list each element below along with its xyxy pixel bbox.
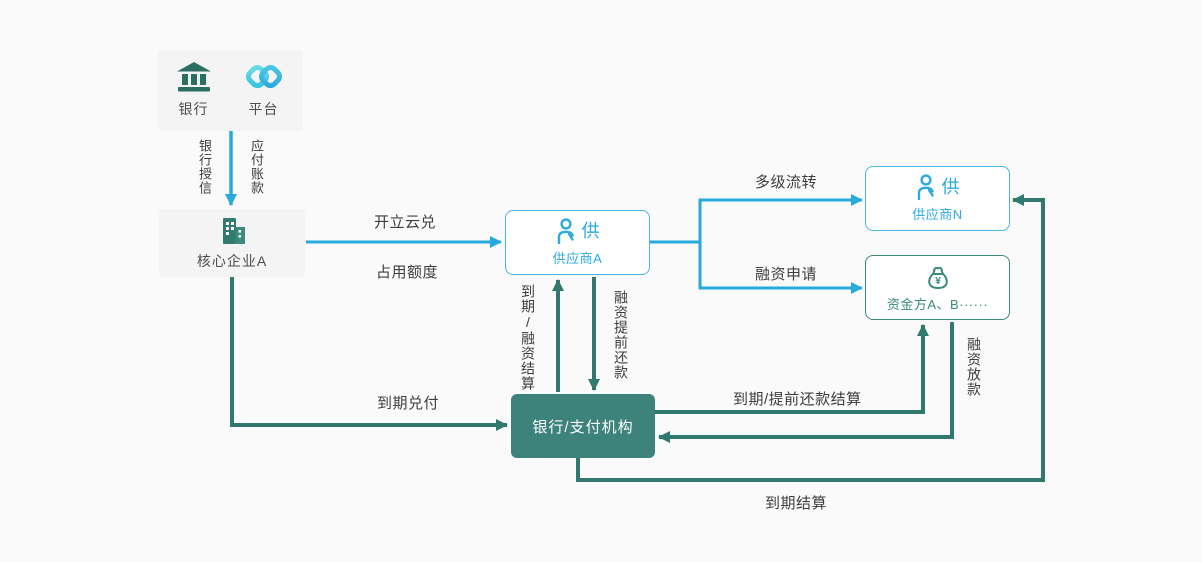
label-financing-disbursement: 融资放款 [966, 337, 982, 397]
supplier-person-icon [557, 218, 574, 244]
label-early-financing-repayment: 融资提前还款 [613, 290, 629, 380]
label-bank-credit: 银行授信 [197, 139, 212, 195]
platform-icon [245, 64, 282, 89]
node-funders: ¥ 资金方A、B······ [865, 255, 1010, 320]
label-open-cloud-voucher: 开立云兑 [374, 214, 437, 231]
node-core-enterprise: 核心企业A [159, 209, 305, 277]
node-bank-payment: 银行/支付机构 [511, 394, 655, 458]
yuan-glyph: ¥ [935, 275, 941, 287]
edge-core-to-bankpay-maturity-payment [230, 277, 508, 431]
label-accounts-payable: 应付账款 [249, 139, 264, 195]
core-enterprise-label: 核心企业A [196, 252, 268, 269]
supplier-a-label: 供应商A [552, 251, 603, 266]
node-supplier-a: 供 供应商A [505, 210, 650, 275]
supplier-a-icon-row: 供 [556, 218, 600, 244]
bank-icon [176, 62, 211, 92]
label-maturity-financing-settlement: 到期/融资结算 [520, 284, 536, 391]
label-multi-level-transfer: 多级流转 [755, 174, 818, 191]
label-occupy-quota: 占用额度 [376, 264, 439, 281]
label-maturity-early-repayment-settlement: 到期/提前还款结算 [733, 391, 862, 408]
supplier-n-icon-row: 供 [916, 174, 960, 200]
supplier-a-icon-char: 供 [581, 221, 600, 241]
money-bag-icon: ¥ [927, 266, 948, 289]
edge-bankpay-to-supplier-n-maturity-settlement [576, 194, 1045, 482]
supplier-person-icon [917, 174, 934, 200]
node-bank-platform: 银行 平台 [158, 50, 303, 131]
label-maturity-payment: 到期兑付 [377, 395, 440, 412]
supplier-n-label: 供应商N [912, 207, 963, 222]
funders-label: 资金方A、B······ [886, 296, 989, 312]
edge-funders-to-bankpay-disbursement [658, 322, 954, 443]
node-supplier-n: 供 供应商N [865, 166, 1010, 231]
edge-supplier-a-junction [650, 198, 702, 290]
label-financing-application: 融资申请 [755, 266, 818, 283]
bank-payment-label: 银行/支付机构 [532, 418, 634, 436]
label-maturity-settlement: 到期结算 [765, 495, 828, 512]
platform-item: 平台 [242, 62, 286, 119]
edge-bankpay-to-funders-settlement [655, 324, 929, 414]
bank-item: 银行 [176, 62, 212, 119]
bank-label: 银行 [178, 101, 209, 117]
supplier-n-icon-char: 供 [941, 177, 960, 197]
building-icon [223, 217, 245, 244]
platform-label: 平台 [248, 101, 279, 117]
